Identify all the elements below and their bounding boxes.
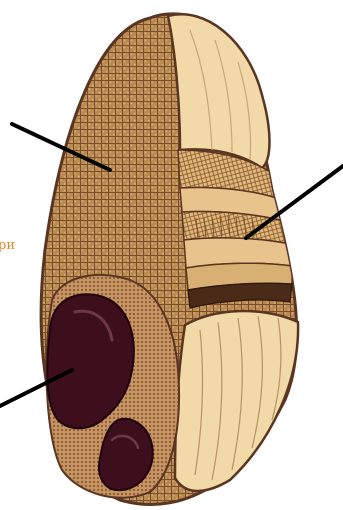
- bran-layers: [178, 150, 292, 308]
- husk-top: [168, 14, 270, 168]
- husk-bottom: [175, 311, 298, 491]
- partial-label-left: ри: [0, 238, 15, 253]
